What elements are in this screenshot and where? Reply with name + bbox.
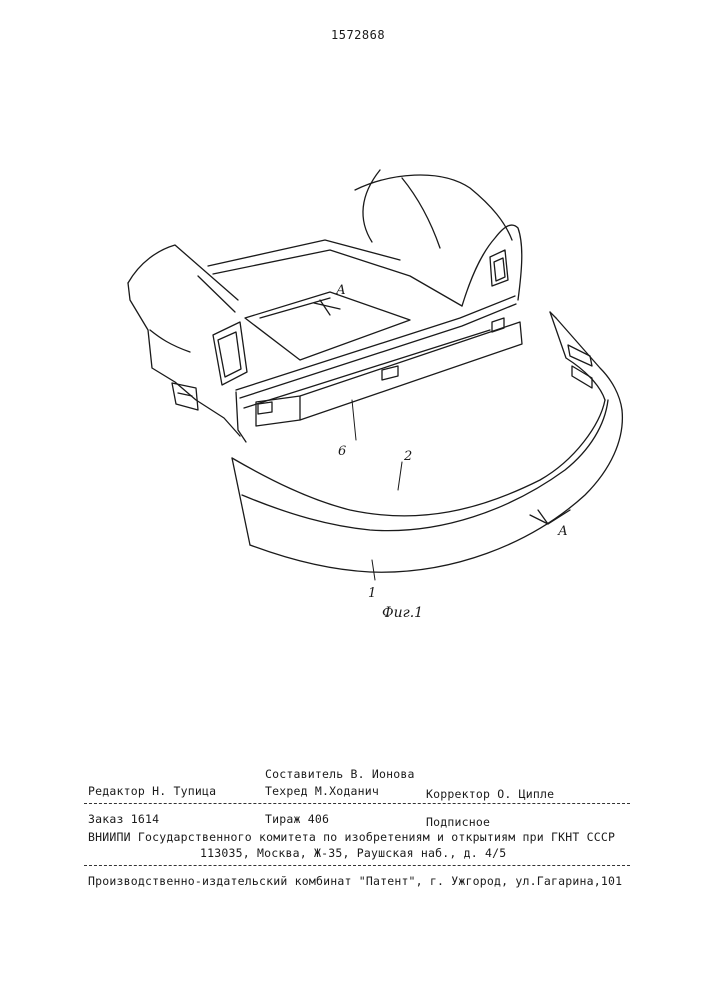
imprint-compiler: Составитель В. Ионова — [265, 767, 415, 781]
figure-1-drawing: А А 6 2 1 Фиг.1 — [0, 0, 707, 640]
imprint-institution: ВНИИПИ Государственного комитета по изоб… — [88, 830, 615, 844]
reference-leaders — [352, 400, 402, 580]
imprint-order: Заказ 1614 — [88, 812, 159, 826]
reference-label-1: 1 — [368, 586, 376, 601]
reference-label-6: 6 — [338, 444, 346, 459]
imprint-techred: Техред М.Ходанич — [265, 784, 379, 798]
section-label-a-top: А — [335, 283, 346, 298]
car-body — [128, 170, 522, 442]
figure-caption: Фиг.1 — [382, 605, 423, 621]
divider — [84, 803, 630, 804]
section-label-a-right: А — [557, 524, 568, 539]
reference-label-2: 2 — [403, 449, 412, 464]
imprint-circulation: Тираж 406 — [265, 812, 329, 826]
imprint-editor: Редактор Н. Тупица — [88, 784, 216, 798]
divider — [84, 865, 630, 866]
imprint-subscription: Подписное — [426, 815, 490, 829]
imprint-address: 113035, Москва, Ж-35, Раушская наб., д. … — [200, 846, 506, 860]
imprint-corrector: Корректор О. Ципле — [426, 787, 554, 801]
imprint-publisher: Производственно-издательский комбинат "П… — [88, 874, 622, 888]
